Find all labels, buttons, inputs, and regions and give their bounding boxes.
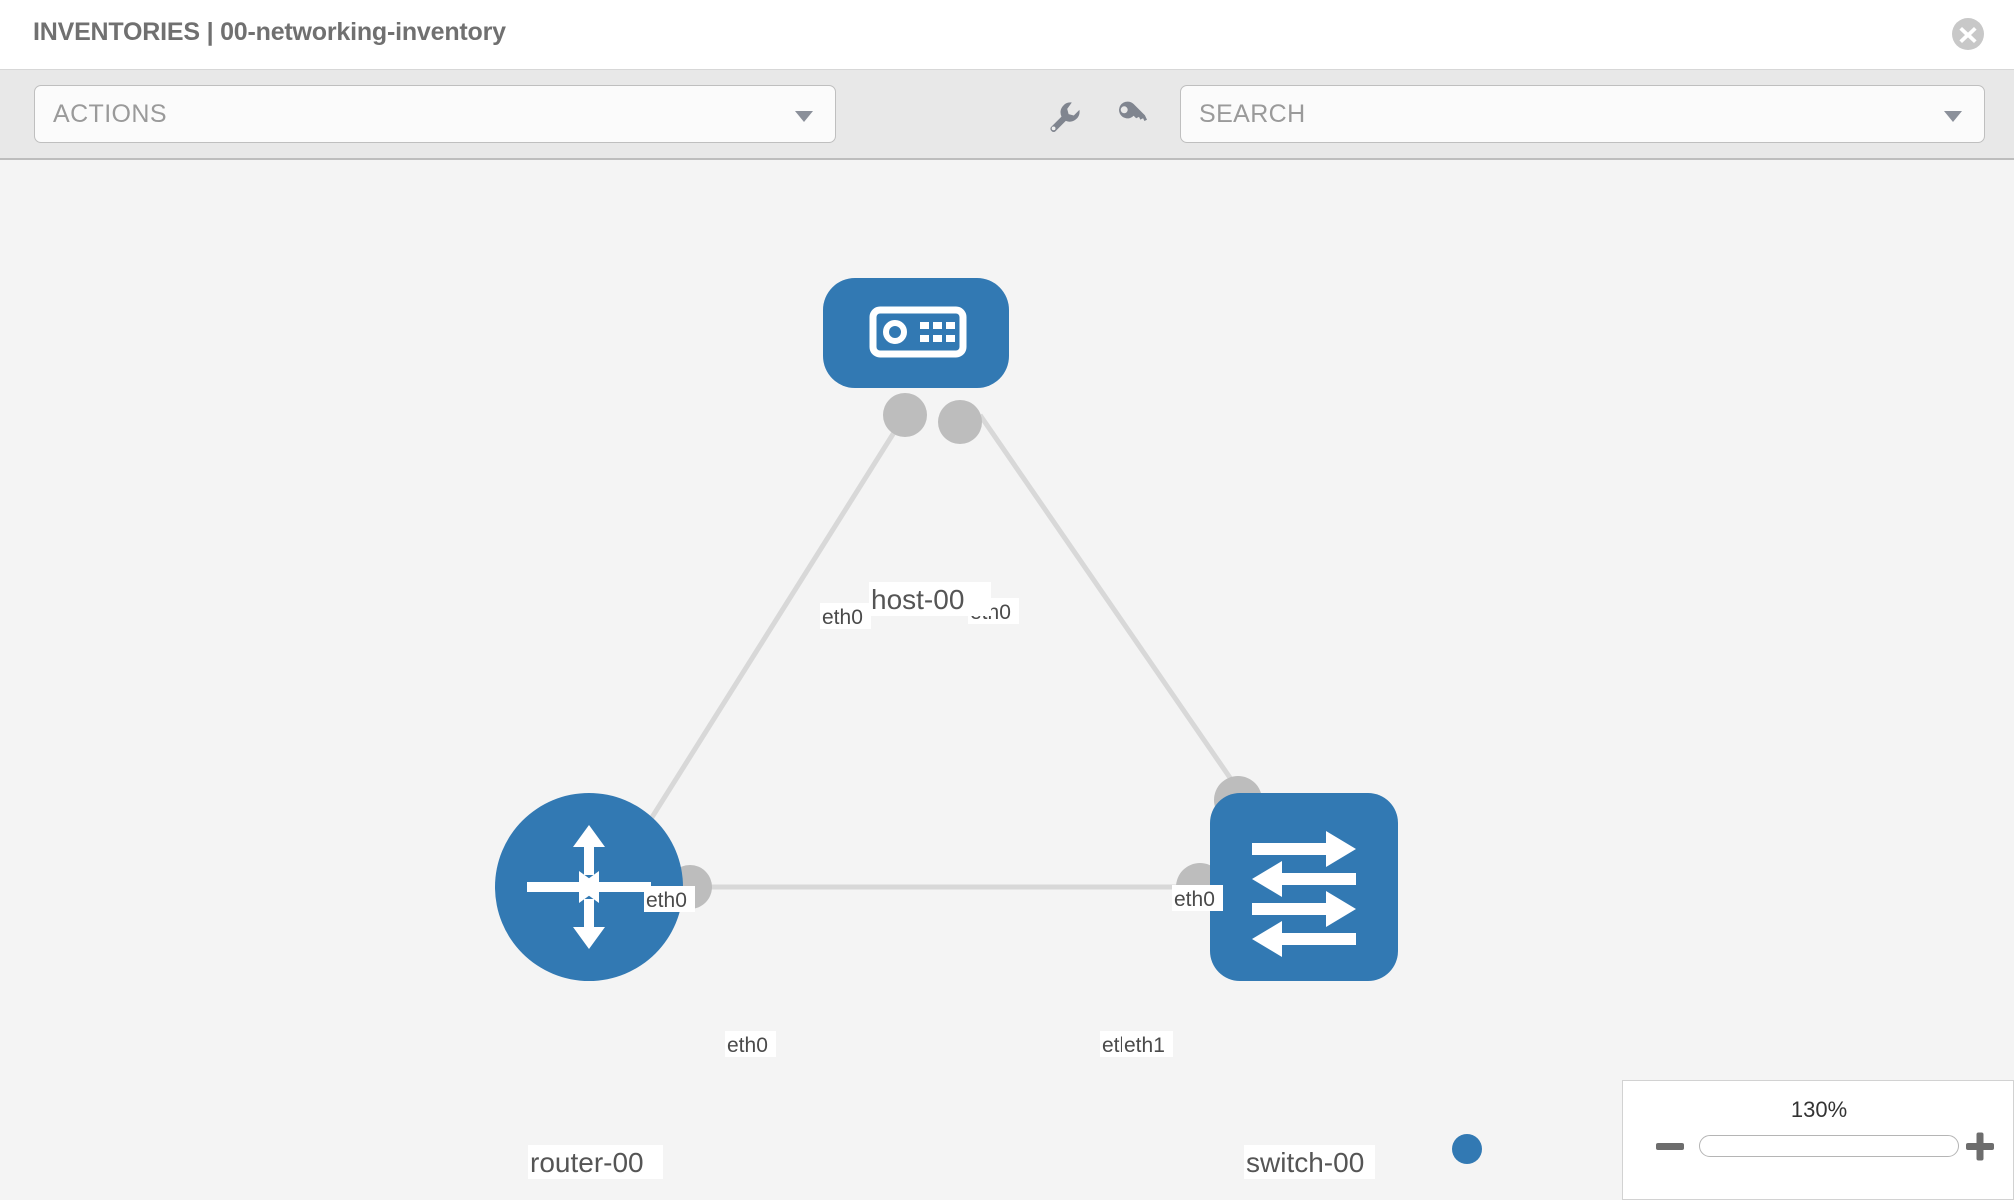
search-placeholder: SEARCH [1199,100,1306,128]
node-label-switch-00: switch-00 [1244,1145,1375,1179]
port-host-left[interactable] [883,393,927,437]
node-switch-00[interactable] [1210,793,1398,981]
svg-text:eth0: eth0 [727,1034,768,1057]
node-label-router-00: router-00 [528,1145,663,1179]
wrench-icon[interactable] [1046,98,1082,134]
edge-label-router-right: eth0 [725,1031,776,1057]
edge-host-switch[interactable] [977,413,1238,787]
toolbar: ACTIONS SEARCH [0,70,2014,160]
node-router-00[interactable] [495,793,683,981]
svg-text:router-00: router-00 [530,1147,644,1178]
svg-text:eth1: eth1 [1124,1034,1165,1057]
node-label-host-00: host-00 [869,582,991,616]
actions-dropdown[interactable]: ACTIONS [34,85,836,143]
zoom-slider[interactable] [1699,1135,1959,1157]
header-bar: INVENTORIES | 00-networking-inventory [0,0,2014,70]
topology-canvas[interactable]: eth0 eth0 eth0 eth0 eth0 eth eth1 host-0… [0,160,2014,1200]
actions-dropdown-label: ACTIONS [53,100,167,128]
port-host-right[interactable] [938,400,982,444]
svg-text:eth0: eth0 [822,606,863,629]
svg-text:eth0: eth0 [646,889,687,912]
close-icon[interactable] [1952,18,1984,50]
edge-label-switch-left-b: eth1 [1122,1031,1173,1057]
chevron-down-icon [1944,111,1962,122]
chevron-down-icon [795,111,813,122]
svg-text:eth0: eth0 [1174,888,1215,911]
edge-label-host-left: eth0 [820,603,871,629]
page-title: INVENTORIES | 00-networking-inventory [33,18,506,46]
zoom-level-value: 130% [1790,1097,1848,1122]
search-input[interactable]: SEARCH [1180,85,1985,143]
edge-label-router-up: eth0 [644,886,695,912]
key-icon[interactable] [1114,98,1150,134]
node-host-00[interactable] [823,278,1009,388]
svg-text:switch-00: switch-00 [1246,1147,1364,1178]
zoom-in-button[interactable] [1963,1129,1997,1163]
zoom-slider-thumb[interactable] [1452,1134,1482,1164]
zoom-out-button[interactable] [1653,1129,1687,1163]
edge-label-switch-up: eth0 [1172,885,1223,911]
svg-text:host-00: host-00 [871,584,964,615]
zoom-control-panel: 130% [1622,1080,2014,1200]
